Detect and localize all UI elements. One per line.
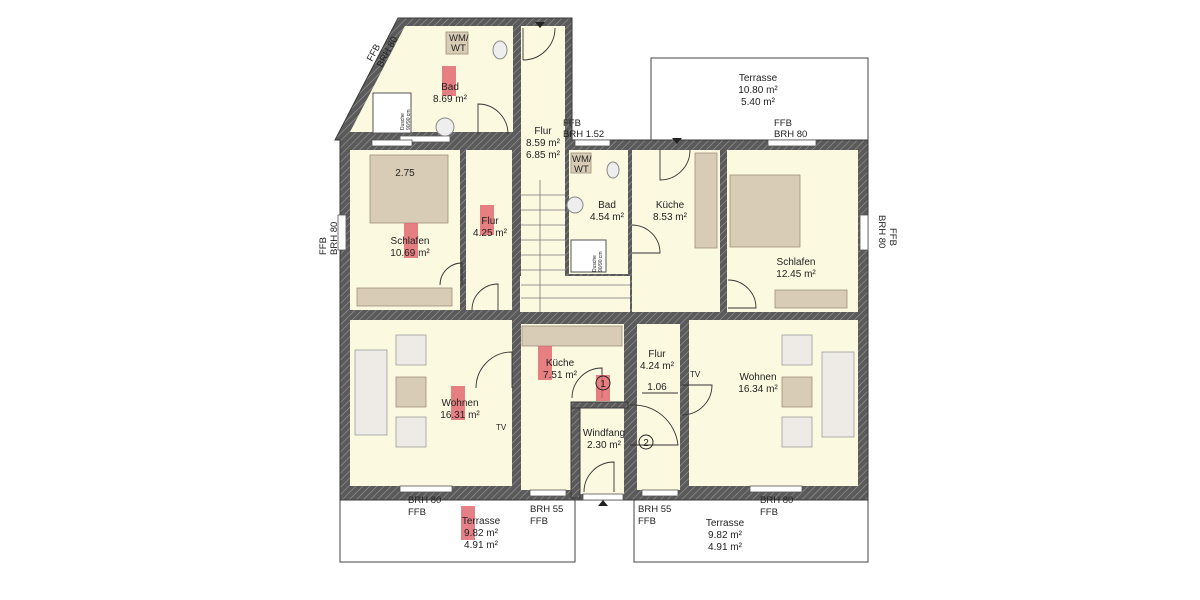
windows [337, 135, 869, 501]
svg-text:TV: TV [496, 423, 507, 432]
wall-windfang [570, 401, 581, 499]
svg-text:Flur: Flur [481, 216, 499, 227]
furniture [354, 31, 855, 448]
svg-text:Dusche: Dusche [400, 113, 406, 130]
terrasse-bottom-left [339, 491, 576, 563]
svg-text:16.34 m²: 16.34 m² [738, 384, 778, 395]
svg-text:Schlafen: Schlafen [391, 236, 430, 247]
svg-text:FFB: FFB [563, 118, 581, 129]
svg-text:8.53 m²: 8.53 m² [653, 212, 688, 223]
staircase [521, 180, 630, 312]
flur-top-label: Flur 8.59 m² 6.85 m² [526, 126, 561, 161]
svg-text:Wohnen: Wohnen [739, 372, 776, 383]
svg-text:Küche: Küche [656, 200, 685, 211]
svg-text:Bad: Bad [598, 200, 616, 211]
terrasse-bottom-right-label: Terrasse 9.82 m² 4.91 m² [706, 518, 745, 553]
svg-text:FFB: FFB [318, 237, 329, 255]
svg-text:2: 2 [643, 438, 649, 449]
svg-text:FFB: FFB [774, 118, 792, 129]
svg-text:Bad: Bad [441, 82, 459, 93]
wall-windfang-top [570, 401, 629, 409]
highlight-markers [404, 66, 610, 540]
fixture-labels: WM/ WT WM/ WT Dusche 90/90 cm Dusche 90/… [400, 33, 701, 450]
svg-text:FFB: FFB [408, 507, 426, 518]
svg-text:16.31 m²: 16.31 m² [440, 410, 480, 421]
svg-text:WT: WT [574, 164, 589, 175]
svg-text:Küche: Küche [546, 358, 575, 369]
windfang-label: Windfang 2.30 m² [583, 428, 625, 451]
svg-text:Flur: Flur [534, 126, 552, 137]
kueche-right-label: Küche 8.53 m² [653, 200, 688, 223]
svg-text:90/90 cm: 90/90 cm [406, 109, 412, 130]
svg-text:WM/: WM/ [449, 33, 469, 44]
svg-text:BRH 1.52: BRH 1.52 [563, 129, 604, 140]
svg-text:Terrasse: Terrasse [462, 516, 501, 527]
svg-text:10.69 m²: 10.69 m² [390, 248, 430, 259]
schlafen-left-label: 2.75 Schlafen 10.69 m² [390, 168, 430, 259]
svg-text:WT: WT [451, 43, 466, 54]
svg-text:Wohnen: Wohnen [441, 398, 478, 409]
svg-text:BRH 80: BRH 80 [760, 495, 793, 506]
wohnen-right-label: Wohnen 16.34 m² [738, 372, 778, 395]
svg-text:BRH 80: BRH 80 [408, 495, 441, 506]
svg-text:8.69 m²: 8.69 m² [433, 94, 468, 105]
svg-text:FFB: FFB [530, 516, 548, 527]
svg-text:BRH 55: BRH 55 [530, 504, 563, 515]
wohnen-left-label: Wohnen 16.31 m² [440, 398, 480, 421]
flur-mid-label: Flur 4.24 m² 1.06 [640, 349, 675, 393]
svg-text:Windfang: Windfang [583, 428, 625, 439]
bad-mid-label: Bad 4.54 m² [590, 200, 625, 223]
svg-text:FFB: FFB [760, 507, 778, 518]
svg-text:Dusche: Dusche [592, 255, 598, 272]
room-flur-top [521, 26, 565, 312]
svg-text:Flur: Flur [648, 349, 666, 360]
flur-left-label: Flur 4.25 m² [473, 216, 508, 239]
svg-text:1.06: 1.06 [647, 382, 667, 393]
svg-text:FFB: FFB [638, 516, 656, 527]
svg-text:Terrasse: Terrasse [739, 73, 778, 84]
svg-text:5.40 m²: 5.40 m² [741, 97, 776, 108]
svg-text:TV: TV [690, 370, 701, 379]
terrasse-bottom-left-label: Terrasse 9.82 m² 4.91 m² [462, 516, 501, 551]
svg-text:BRH 80: BRH 80 [329, 222, 340, 255]
svg-text:4.25 m²: 4.25 m² [473, 228, 508, 239]
terrasse-bottom-right [633, 491, 869, 563]
svg-text:4.91 m²: 4.91 m² [464, 540, 499, 551]
svg-text:2.75: 2.75 [395, 168, 415, 179]
svg-text:4.54 m²: 4.54 m² [590, 212, 625, 223]
svg-text:9.82 m²: 9.82 m² [464, 528, 499, 539]
svg-text:WM/: WM/ [572, 154, 592, 165]
svg-text:4.24 m²: 4.24 m² [640, 361, 675, 372]
svg-text:BRH 80: BRH 80 [774, 129, 807, 140]
svg-text:2.30 m²: 2.30 m² [587, 440, 622, 451]
svg-text:1: 1 [600, 379, 606, 390]
room-flur-mid [637, 324, 680, 490]
terrasse-top-label: Terrasse 10.80 m² 5.40 m² [738, 73, 778, 108]
svg-text:8.59 m²: 8.59 m² [526, 138, 561, 149]
svg-text:10.80 m²: 10.80 m² [738, 85, 778, 96]
stair-lower [520, 276, 630, 312]
svg-text:9.82 m²: 9.82 m² [708, 530, 743, 541]
svg-text:4.91 m²: 4.91 m² [708, 542, 743, 553]
svg-text:FFB: FFB [887, 228, 898, 246]
room-windfang [580, 408, 624, 494]
svg-text:12.45 m²: 12.45 m² [776, 269, 816, 280]
svg-text:Terrasse: Terrasse [706, 518, 745, 529]
svg-text:6.85 m²: 6.85 m² [526, 150, 561, 161]
kueche-mid-label: Küche 7.51 m² [543, 358, 578, 381]
svg-text:7.51 m²: 7.51 m² [543, 370, 578, 381]
bad-top-label: Bad 8.69 m² [433, 82, 468, 105]
svg-text:BRH 55: BRH 55 [638, 504, 671, 515]
svg-text:Schlafen: Schlafen [777, 257, 816, 268]
svg-text:BRH 80: BRH 80 [876, 215, 887, 248]
doors [439, 22, 757, 506]
terrasse-top [650, 57, 869, 143]
svg-text:90/90 cm: 90/90 cm [598, 251, 604, 272]
schlafen-right-label: Schlafen 12.45 m² [776, 257, 816, 280]
